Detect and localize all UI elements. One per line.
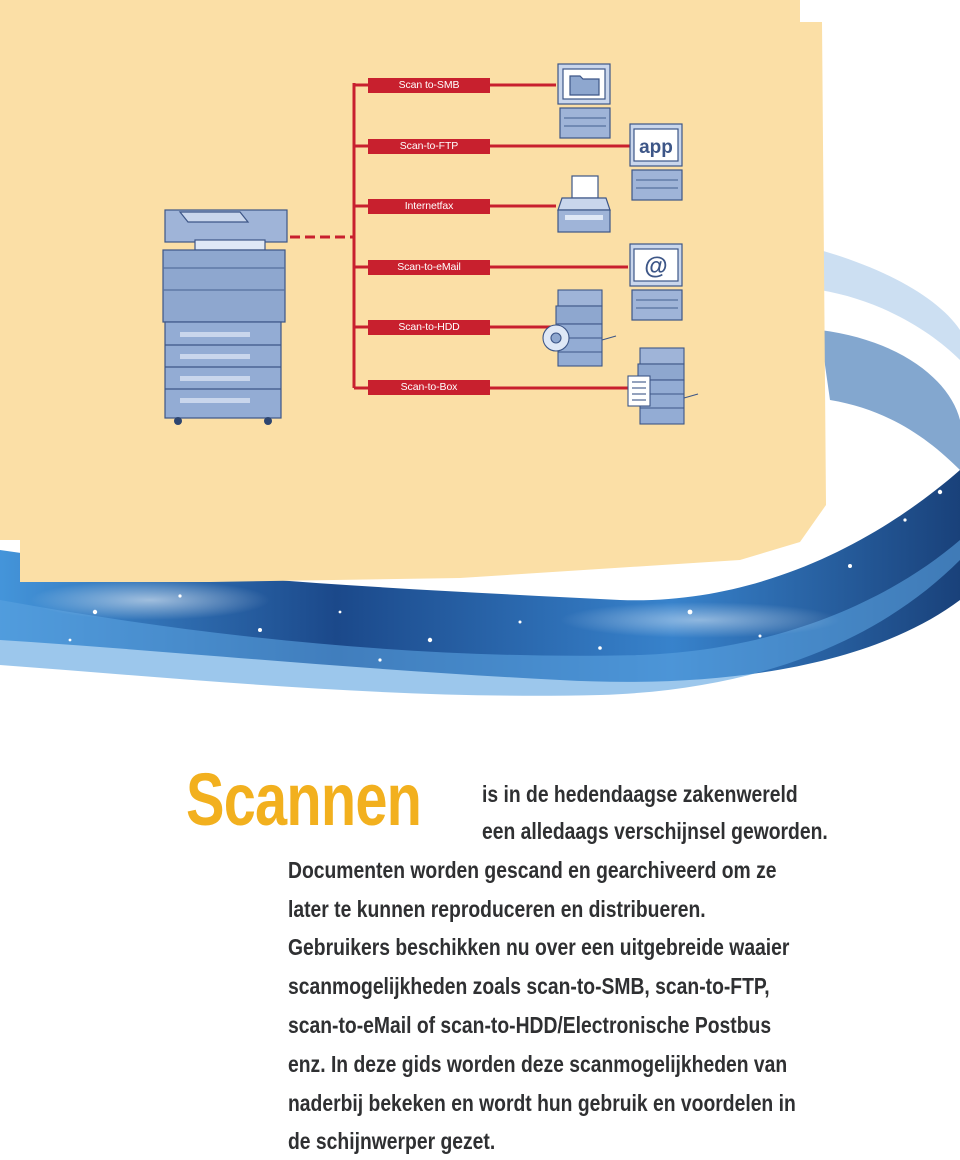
body-line-4: scanmogelijkheden zoals scan-to-SMB, sca… bbox=[288, 973, 770, 999]
label-scan-to-ftp: Scan-to-FTP bbox=[368, 139, 490, 154]
label-scan-to-hdd: Scan-to-HDD bbox=[368, 320, 490, 335]
body-line-3: Gebruikers beschikken nu over een uitgeb… bbox=[288, 934, 790, 960]
label-internetfax: Internetfax bbox=[368, 199, 490, 214]
body-line-1: Documenten worden gescand en gearchiveer… bbox=[288, 857, 777, 883]
headline: Scannen bbox=[186, 758, 422, 841]
body-line-6: enz. In deze gids worden deze scanmogeli… bbox=[288, 1051, 788, 1077]
label-scan-to-box: Scan-to-Box bbox=[368, 380, 490, 395]
body-line-5: scan-to-eMail of scan-to-HDD/Electronisc… bbox=[288, 1012, 772, 1038]
body-line-2: later te kunnen reproduceren en distribu… bbox=[288, 896, 706, 922]
label-scan-to-smb: Scan to-SMB bbox=[368, 78, 490, 93]
email-screen-text: @ bbox=[644, 253, 667, 280]
intro-line-1: is in de hedendaagse zakenwereld bbox=[482, 781, 798, 807]
body-line-8: de schijnwerper gezet. bbox=[288, 1128, 496, 1154]
body-line-7: naderbij bekeken en wordt hun gebruik en… bbox=[288, 1090, 796, 1116]
label-scan-to-email: Scan-to-eMail bbox=[368, 260, 490, 275]
app-screen-text: app bbox=[639, 137, 673, 158]
intro-line-2: een alledaags verschijnsel geworden. bbox=[482, 818, 828, 844]
